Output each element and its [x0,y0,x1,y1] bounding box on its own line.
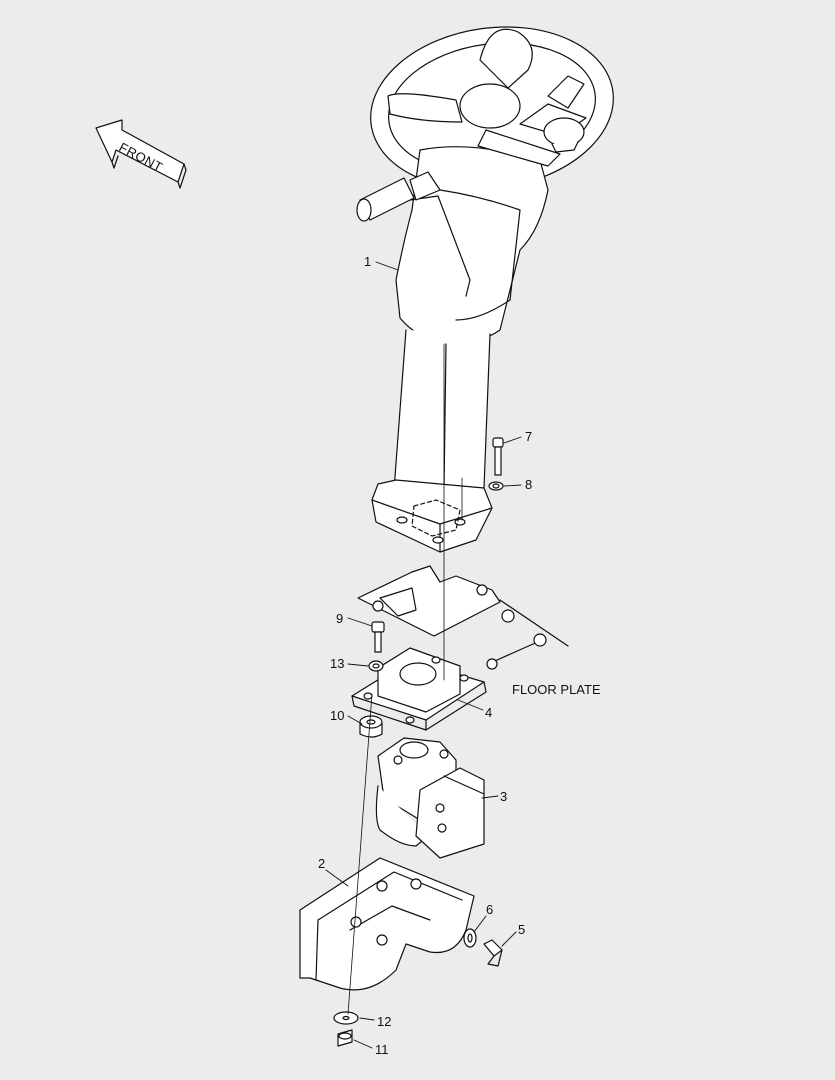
spacer-10 [359,715,383,738]
callout-13: 13 [330,656,344,671]
callout-2: 2 [318,856,325,871]
steering-wheel-icon [370,26,614,190]
bolt-9 [371,621,385,653]
front-arrow-icon [95,119,187,189]
callout-9: 9 [336,611,343,626]
callout-6: 6 [486,902,493,917]
callout-12: 12 [377,1014,391,1029]
callout-11: 11 [375,1042,389,1057]
mounting-bracket [299,857,475,991]
leader-lines [325,261,522,1049]
washer-12 [333,1011,359,1025]
bolt-5 [483,939,503,967]
floor-plate [357,565,569,670]
callout-5: 5 [518,922,525,937]
callout-3: 3 [500,789,507,804]
callout-10: 10 [330,708,344,723]
steering-valve [375,737,485,859]
callout-8: 8 [525,477,532,492]
washer-13 [368,660,384,672]
alignment-lines [347,343,463,1015]
steering-column [371,129,561,553]
adapter-plate [351,647,487,731]
callout-7: 7 [525,429,532,444]
bolt-7 [492,437,504,476]
washer-8 [488,481,504,491]
callout-1: 1 [364,254,371,269]
callout-4: 4 [485,705,492,720]
floor-plate-label: FLOOR PLATE [512,682,601,697]
washer-6 [463,928,477,948]
left-control-knob [356,171,441,222]
nut-11 [337,1029,353,1047]
